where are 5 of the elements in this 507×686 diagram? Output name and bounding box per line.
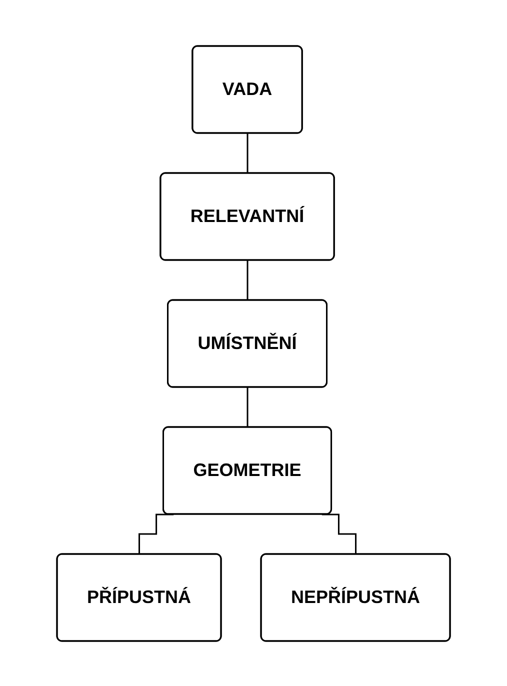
connector — [138, 513, 174, 555]
connector — [246, 132, 248, 174]
connector — [322, 513, 357, 555]
connector — [246, 259, 248, 301]
connector — [246, 386, 248, 428]
